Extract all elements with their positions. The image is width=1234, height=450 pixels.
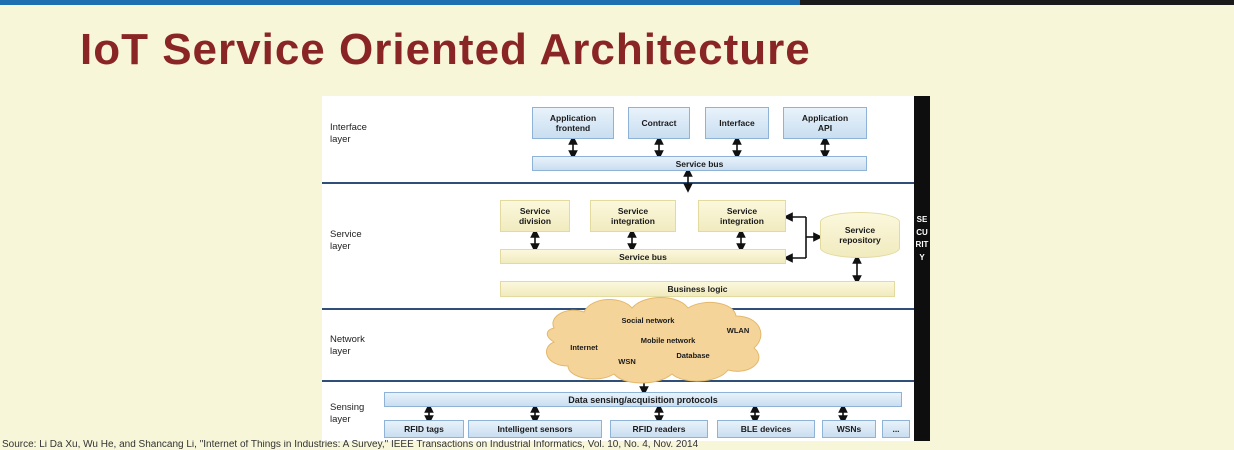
rfid-tags-box: RFID tags	[384, 420, 464, 438]
service-repository-cylinder: Service repository	[820, 212, 900, 258]
database-label: Database	[676, 351, 710, 360]
social-network-label: Social network	[621, 316, 675, 325]
source-citation: Source: Li Da Xu, Wu He, and Shancang Li…	[2, 440, 699, 450]
security-bar: SECURITY	[914, 96, 930, 441]
ble-devices-box: BLE devices	[717, 420, 815, 438]
service-integration-box-1: Service integration	[590, 200, 676, 232]
architecture-diagram: Interface layer Service layer Network la…	[322, 96, 914, 441]
mobile-network-label: Mobile network	[640, 336, 696, 345]
data-sensing-protocols-bar: Data sensing/acquisition protocols	[384, 392, 902, 407]
intelligent-sensors-box: Intelligent sensors	[468, 420, 602, 438]
layer-divider-network-sensing	[322, 380, 914, 382]
wlan-label: WLAN	[726, 326, 750, 335]
service-integration-box-2: Service integration	[698, 200, 786, 232]
slide-title: IoT Service Oriented Architecture	[80, 25, 811, 74]
business-logic-bar: Business logic	[500, 281, 895, 297]
network-layer-label: Network layer	[330, 334, 365, 357]
security-label: SECURITY	[915, 215, 929, 262]
interface-layer-label: Interface layer	[330, 122, 367, 145]
rfid-readers-box: RFID readers	[610, 420, 708, 438]
wsn-label: WSN	[618, 357, 636, 366]
top-accent-bar-dark	[800, 0, 1234, 5]
application-api-box: Application API	[783, 107, 867, 139]
application-frontend-box: Application frontend	[532, 107, 614, 139]
wsns-box: WSNs	[822, 420, 876, 438]
connector-arrows	[424, 135, 862, 425]
sensing-layer-label: Sensing layer	[330, 402, 365, 425]
network-cloud	[545, 297, 762, 384]
service-layer-label: Service layer	[330, 229, 362, 252]
more-devices-box: ...	[882, 420, 910, 438]
layer-divider-interface-service	[322, 182, 914, 184]
contract-box: Contract	[628, 107, 690, 139]
service-layer-bus: Service bus	[500, 249, 786, 264]
interface-service-bus: Service bus	[532, 156, 867, 171]
service-division-box: Service division	[500, 200, 570, 232]
internet-label: Internet	[570, 343, 598, 352]
interface-box: Interface	[705, 107, 769, 139]
top-accent-bar-blue	[0, 0, 810, 5]
